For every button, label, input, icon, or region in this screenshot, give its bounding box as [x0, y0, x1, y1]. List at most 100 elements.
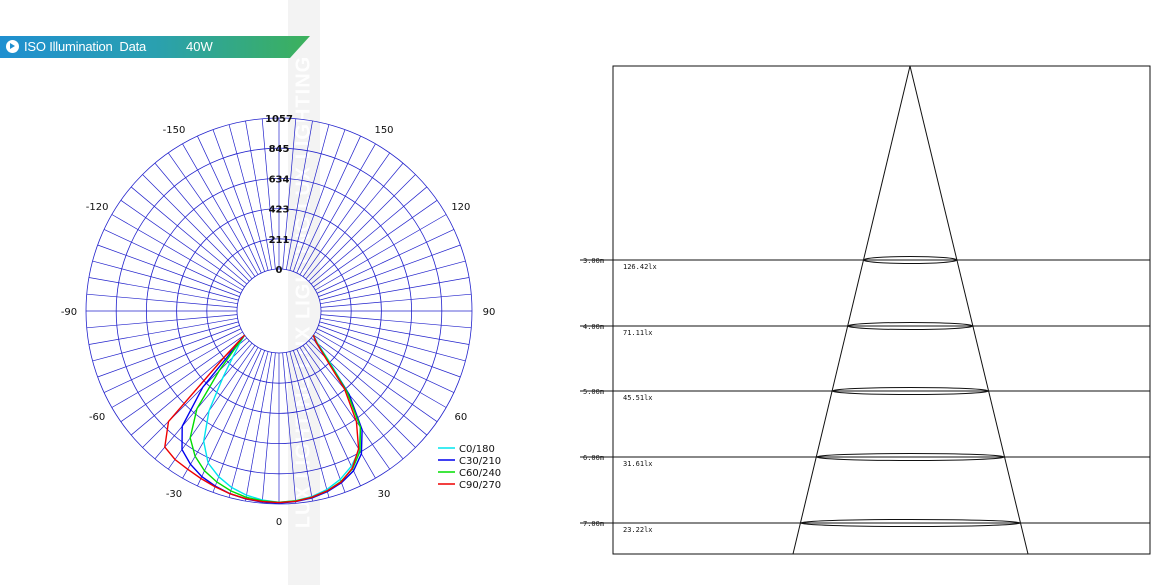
angle-tick-label: -150 [163, 125, 186, 136]
angle-tick-label: -90 [61, 307, 77, 318]
grid-spoke [103, 328, 242, 393]
height-label: 5.00m [583, 388, 604, 396]
series-curve [189, 334, 362, 504]
grid-spoke [289, 351, 330, 498]
grid-spoke [88, 317, 238, 345]
grid-spoke [293, 350, 346, 493]
cone-right-edge [909, 65, 1029, 555]
grid-spoke [315, 331, 447, 408]
grid-spoke [285, 352, 313, 502]
grid-spoke [130, 186, 248, 285]
grid-spoke [320, 317, 470, 345]
grid-spoke [296, 348, 361, 487]
grid-spoke [120, 200, 245, 288]
grid-spoke [320, 314, 472, 329]
grid-spoke [296, 135, 361, 274]
grid-spoke [97, 244, 240, 297]
grid-spoke [154, 342, 253, 460]
grid-spoke [92, 321, 239, 362]
grid-spoke [302, 345, 390, 470]
lux-label: 31.61lx [623, 460, 653, 468]
grid-spoke [142, 174, 250, 282]
grid-spoke [103, 229, 242, 294]
grid-spoke [86, 293, 238, 308]
grid-spoke [97, 325, 240, 378]
grid-spoke [120, 334, 245, 422]
grid-spoke [319, 321, 466, 362]
height-label: 4.00m [583, 323, 604, 331]
header-banner-shape [0, 36, 310, 58]
legend-label: C60/240 [459, 468, 501, 479]
grid-spoke [302, 152, 390, 277]
grid-spoke [212, 350, 265, 493]
grid-spoke [313, 334, 438, 422]
grid-spoke [111, 331, 243, 408]
grid-spoke [168, 152, 256, 277]
section-header: ISO Illumination Data 40W [0, 36, 310, 58]
grid-spoke [86, 314, 238, 329]
grid-spoke [313, 200, 438, 288]
grid-circle [236, 268, 322, 354]
height-label: 6.00m [583, 454, 604, 462]
grid-spoke [310, 186, 428, 285]
grid-spoke [228, 351, 269, 498]
polar-grid [85, 117, 473, 505]
series-curve [164, 334, 360, 504]
cone-rows: 3.00m126.42lx4.00m71.11lx5.00m45.51lx6.0… [580, 256, 1150, 534]
angle-tick-label: -120 [86, 202, 109, 213]
grid-spoke [88, 277, 238, 305]
angle-tick-label: 60 [454, 412, 467, 423]
grid-spoke [308, 174, 416, 282]
beam-ellipse [831, 387, 990, 395]
lux-label: 71.11lx [623, 329, 653, 337]
radial-tick-label: 0 [276, 265, 283, 276]
beam-ellipse [799, 519, 1022, 527]
grid-spoke [285, 120, 313, 270]
angle-tick-label: -30 [166, 489, 182, 500]
polar-labels: 021142363484510570306090120150-30-60-90-… [61, 114, 496, 528]
grid-spoke [182, 143, 259, 275]
arrow-circle-icon [6, 40, 19, 53]
legend-label: C30/210 [459, 456, 501, 467]
legend-label: C0/180 [459, 444, 495, 455]
grid-spoke [212, 129, 265, 272]
grid-spoke [154, 162, 253, 280]
grid-spoke [315, 214, 447, 291]
radial-tick-label: 845 [269, 144, 290, 155]
grid-spoke [293, 129, 346, 272]
grid-spoke [245, 120, 273, 270]
radial-tick-label: 423 [269, 205, 290, 216]
beam-ellipse [815, 453, 1006, 461]
grid-spoke [305, 342, 404, 460]
grid-spoke [299, 143, 376, 275]
grid-spoke [261, 118, 276, 270]
lux-label: 126.42lx [623, 263, 657, 271]
grid-spoke [316, 328, 455, 393]
height-label: 3.00m [583, 257, 604, 265]
polar-light-distribution-chart: 021142363484510570306090120150-30-60-90-… [61, 114, 501, 528]
angle-tick-label: 0 [276, 517, 282, 528]
grid-spoke [305, 162, 404, 280]
watermark-band [288, 0, 320, 585]
beam-ellipse [862, 256, 958, 264]
grid-spoke [282, 352, 297, 504]
grid-spoke [111, 214, 243, 291]
grid-spoke [299, 347, 376, 479]
grid-spoke [320, 293, 472, 308]
height-label: 7.00m [583, 520, 604, 528]
angle-tick-label: 150 [374, 125, 393, 136]
angle-tick-label: 90 [483, 307, 496, 318]
radial-tick-label: 634 [269, 174, 290, 185]
grid-spoke [316, 229, 455, 294]
grid-spoke [289, 124, 330, 271]
grid-spoke [319, 260, 466, 301]
grid-spoke [282, 118, 297, 270]
legend-label: C90/270 [459, 480, 501, 491]
grid-spoke [320, 277, 470, 305]
illuminance-cone-diagram: 3.00m126.42lx4.00m71.11lx5.00m45.51lx6.0… [580, 65, 1151, 555]
grid-spoke [318, 244, 461, 297]
lux-label: 23.22lx [623, 526, 653, 534]
angle-tick-label: -60 [89, 412, 105, 423]
radial-tick-label: 1057 [265, 114, 293, 125]
